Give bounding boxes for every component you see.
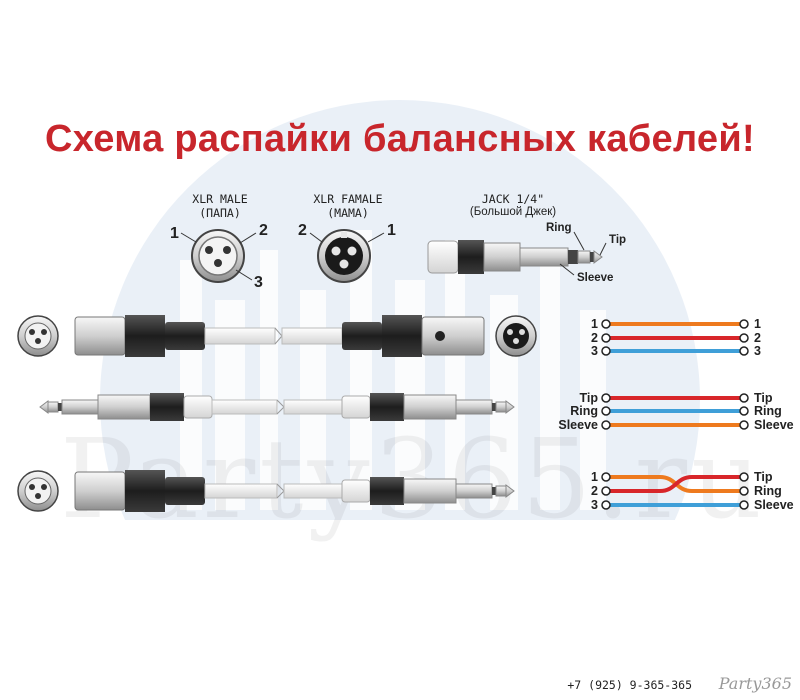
xlr-female-pin-2: 2 [298,222,307,239]
xlr-female-caption-1: XLR FAMALE [313,192,383,206]
row1-left-label-1: 1 [591,317,598,331]
xlr-female-face-icon [309,229,385,283]
row3-right-label-ring: Ring [754,484,782,498]
xlr-female-caption-2: (МАМА) [327,206,369,220]
wire-row3-pin2 [606,475,744,493]
xlr-male-pin-3: 3 [254,274,263,291]
row2-left-label-tip: Tip [579,391,598,405]
cable-xlr-xlr [17,315,537,357]
jack-plug-icon [427,231,607,276]
row2-right-label-tip: Tip [754,391,773,405]
xlr-female-pin-1: 1 [387,222,396,239]
row3-right-label-sleeve: Sleeve [754,498,794,512]
row2-right-label-sleeve: Sleeve [754,418,794,432]
row3-left-label-3: 3 [591,498,598,512]
xlr-male-pin-1: 1 [170,225,179,242]
row3-right-label-tip: Tip [754,470,773,484]
jack-tip-label: Tip [609,234,627,246]
row2-left-label-sleeve: Sleeve [558,418,598,432]
row1-right-label-1: 1 [754,317,761,331]
row1-left-label-2: 2 [591,331,598,345]
row1-right-label-2: 2 [754,331,761,345]
jack-caption-1: JACK 1/4" [481,192,545,206]
wire-terminals [601,319,749,510]
row3-left-label-2: 2 [591,484,598,498]
row1-right-label-3: 3 [754,344,761,358]
xlr-male-caption-1: XLR MALE [192,192,248,206]
cable-xlr-jack [17,470,515,512]
xlr-male-pin-2: 2 [259,222,268,239]
jack-caption-2: (Большой Джек) [469,206,557,218]
xlr-male-caption-2: (ПАПА) [199,206,241,220]
row3-left-label-1: 1 [591,470,598,484]
footer-phone: +7 (925) 9-365-365 [567,678,692,692]
cable-jack-jack [39,393,515,421]
footer-brand-logo: Party365 [718,674,792,693]
row2-right-label-ring: Ring [754,404,782,418]
row2-left-label-ring: Ring [570,404,598,418]
jack-sleeve-label: Sleeve [577,272,614,284]
row1-left-label-3: 3 [591,344,598,358]
page-title: Схема распайки балансных кабелей! [45,118,755,160]
xlr-male-face-icon [180,229,257,283]
jack-ring-label: Ring [546,222,572,234]
